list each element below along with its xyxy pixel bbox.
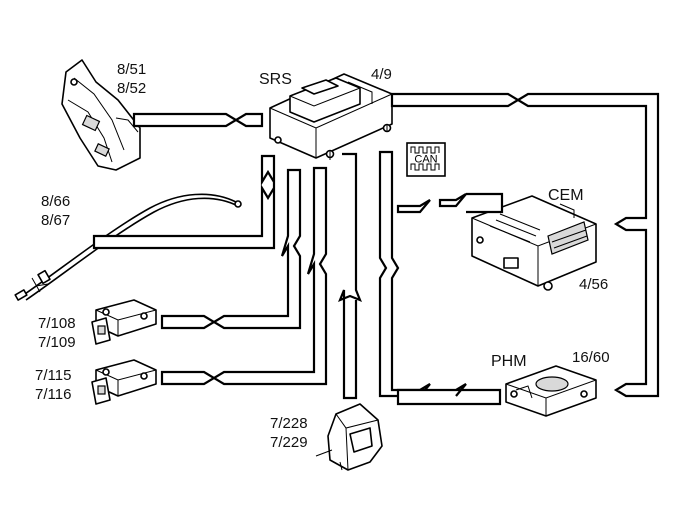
belt-code-b: 8/52 <box>117 80 147 97</box>
impact-sensor-2-component <box>91 359 157 405</box>
wire-sensor2-to-srs <box>160 166 328 386</box>
buckle-codes: 7/228 7/229 <box>270 414 308 452</box>
sensor2-codes: 7/115 7/116 <box>35 366 71 404</box>
can-bus-icon: CAN <box>406 142 446 177</box>
sensor1-code-a: 7/108 <box>38 315 76 332</box>
curtain-code-a: 8/66 <box>41 193 71 210</box>
srs-name: SRS <box>259 71 292 88</box>
buckle-code-b: 7/229 <box>270 434 308 451</box>
wire-srs-to-curtain <box>92 154 276 250</box>
sensor2-code-b: 7/116 <box>35 386 72 403</box>
srs-module-component <box>269 73 393 160</box>
belt-tensioner-codes: 8/51 8/52 <box>117 60 146 98</box>
cem-component <box>471 195 597 291</box>
buckle-code-a: 7/228 <box>270 415 308 432</box>
wire-can-to-cem <box>396 192 504 214</box>
curtain-code-b: 8/67 <box>41 212 71 229</box>
belt-tensioner-component <box>61 59 141 171</box>
wire-srs-to-cem-phm <box>390 92 660 398</box>
can-label: CAN <box>414 154 437 166</box>
srs-code: 4/9 <box>371 66 392 83</box>
wire-sensor1-to-srs <box>160 168 302 330</box>
wire-can-bus <box>378 150 431 398</box>
sensor2-code-a: 7/115 <box>35 367 72 384</box>
phm-code: 16/60 <box>572 349 610 366</box>
wire-buckle-to-srs <box>338 152 362 400</box>
sensor1-code-b: 7/109 <box>38 334 76 351</box>
wire-can-to-phm <box>396 383 502 406</box>
curtain-airbag-cable-component <box>14 193 242 301</box>
belt-code-a: 8/51 <box>117 61 147 78</box>
cem-code: 4/56 <box>579 276 609 293</box>
cem-name: CEM <box>548 187 584 204</box>
curtain-codes: 8/66 8/67 <box>41 192 70 230</box>
impact-sensor-1-component <box>91 299 157 345</box>
phm-component <box>505 365 597 417</box>
buckle-sensor-component <box>315 403 383 471</box>
wire-belt-to-srs <box>132 112 264 128</box>
sensor1-codes: 7/108 7/109 <box>38 314 76 352</box>
phm-name: PHM <box>491 353 527 370</box>
